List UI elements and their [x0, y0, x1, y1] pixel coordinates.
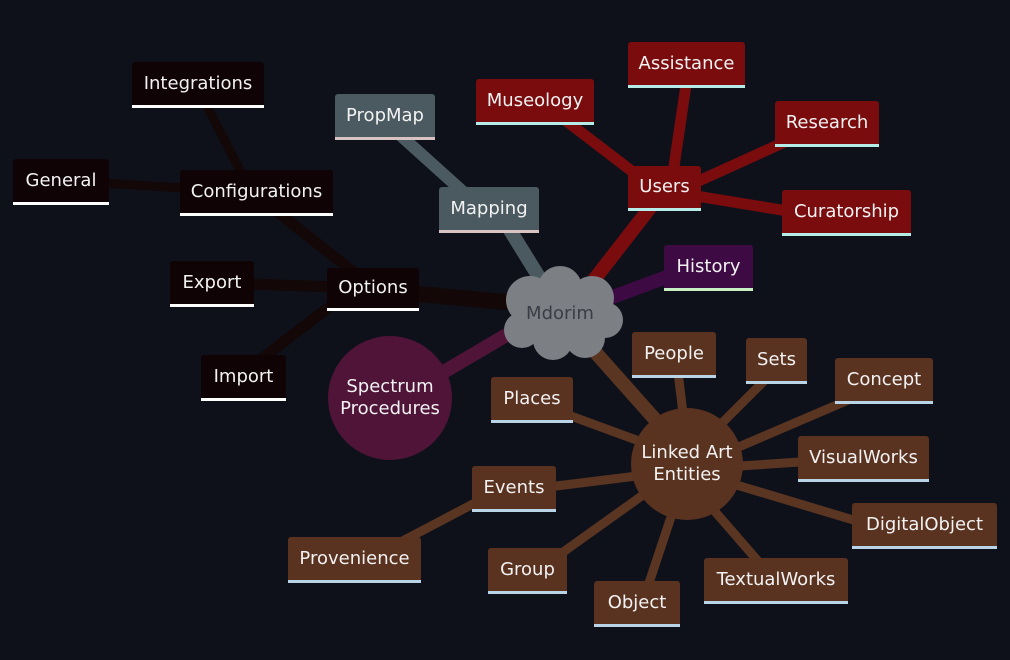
edge-linked-object: [640, 500, 680, 600]
root-node-label: Mdorim: [526, 302, 594, 324]
node-import[interactable]: Import: [201, 355, 286, 401]
edge-options-export: [244, 278, 341, 293]
node-integrations[interactable]: Integrations: [132, 62, 264, 108]
node-options[interactable]: Options: [327, 268, 419, 311]
node-concept[interactable]: Concept: [835, 358, 933, 404]
node-curatorship[interactable]: Curatorship: [782, 190, 911, 236]
linked-art-line1: Linked Art: [641, 441, 733, 463]
node-export[interactable]: Export: [170, 261, 254, 307]
root-cloud-shape[interactable]: [504, 266, 623, 360]
node-visualworks[interactable]: VisualWorks: [798, 436, 929, 482]
node-places[interactable]: Places: [491, 377, 573, 423]
node-events[interactable]: Events: [472, 466, 556, 512]
node-group[interactable]: Group: [488, 548, 567, 594]
node-research[interactable]: Research: [775, 101, 879, 147]
node-propmap[interactable]: PropMap: [335, 94, 435, 140]
edge-users-curatorship: [684, 189, 806, 219]
node-configurations[interactable]: Configurations: [180, 170, 333, 216]
linked-art-line2: Entities: [653, 464, 721, 485]
node-object[interactable]: Object: [594, 581, 680, 627]
node-digitalobject[interactable]: DigitalObject: [852, 503, 997, 549]
node-history[interactable]: History: [664, 245, 753, 291]
node-mapping[interactable]: Mapping: [439, 187, 539, 233]
node-sets[interactable]: Sets: [746, 338, 807, 384]
node-provenience[interactable]: Provenience: [288, 537, 421, 583]
node-people[interactable]: People: [632, 332, 716, 378]
node-general[interactable]: General: [13, 159, 109, 205]
edge-linked-concept: [715, 390, 865, 460]
node-museology[interactable]: Museology: [476, 79, 594, 125]
edge-linked-events: [535, 470, 650, 493]
node-users[interactable]: Users: [628, 166, 701, 211]
edge-linked-digitalobject: [715, 475, 875, 530]
edge-users-assistance: [666, 79, 692, 186]
edge-configurations-general: [95, 178, 190, 193]
edge-linked-places: [555, 407, 655, 450]
spectrum-line2: Procedures: [340, 398, 440, 419]
node-assistance[interactable]: Assistance: [628, 42, 745, 88]
spectrum-line1: Spectrum: [346, 375, 434, 397]
node-textualworks[interactable]: TextualWorks: [704, 558, 848, 604]
